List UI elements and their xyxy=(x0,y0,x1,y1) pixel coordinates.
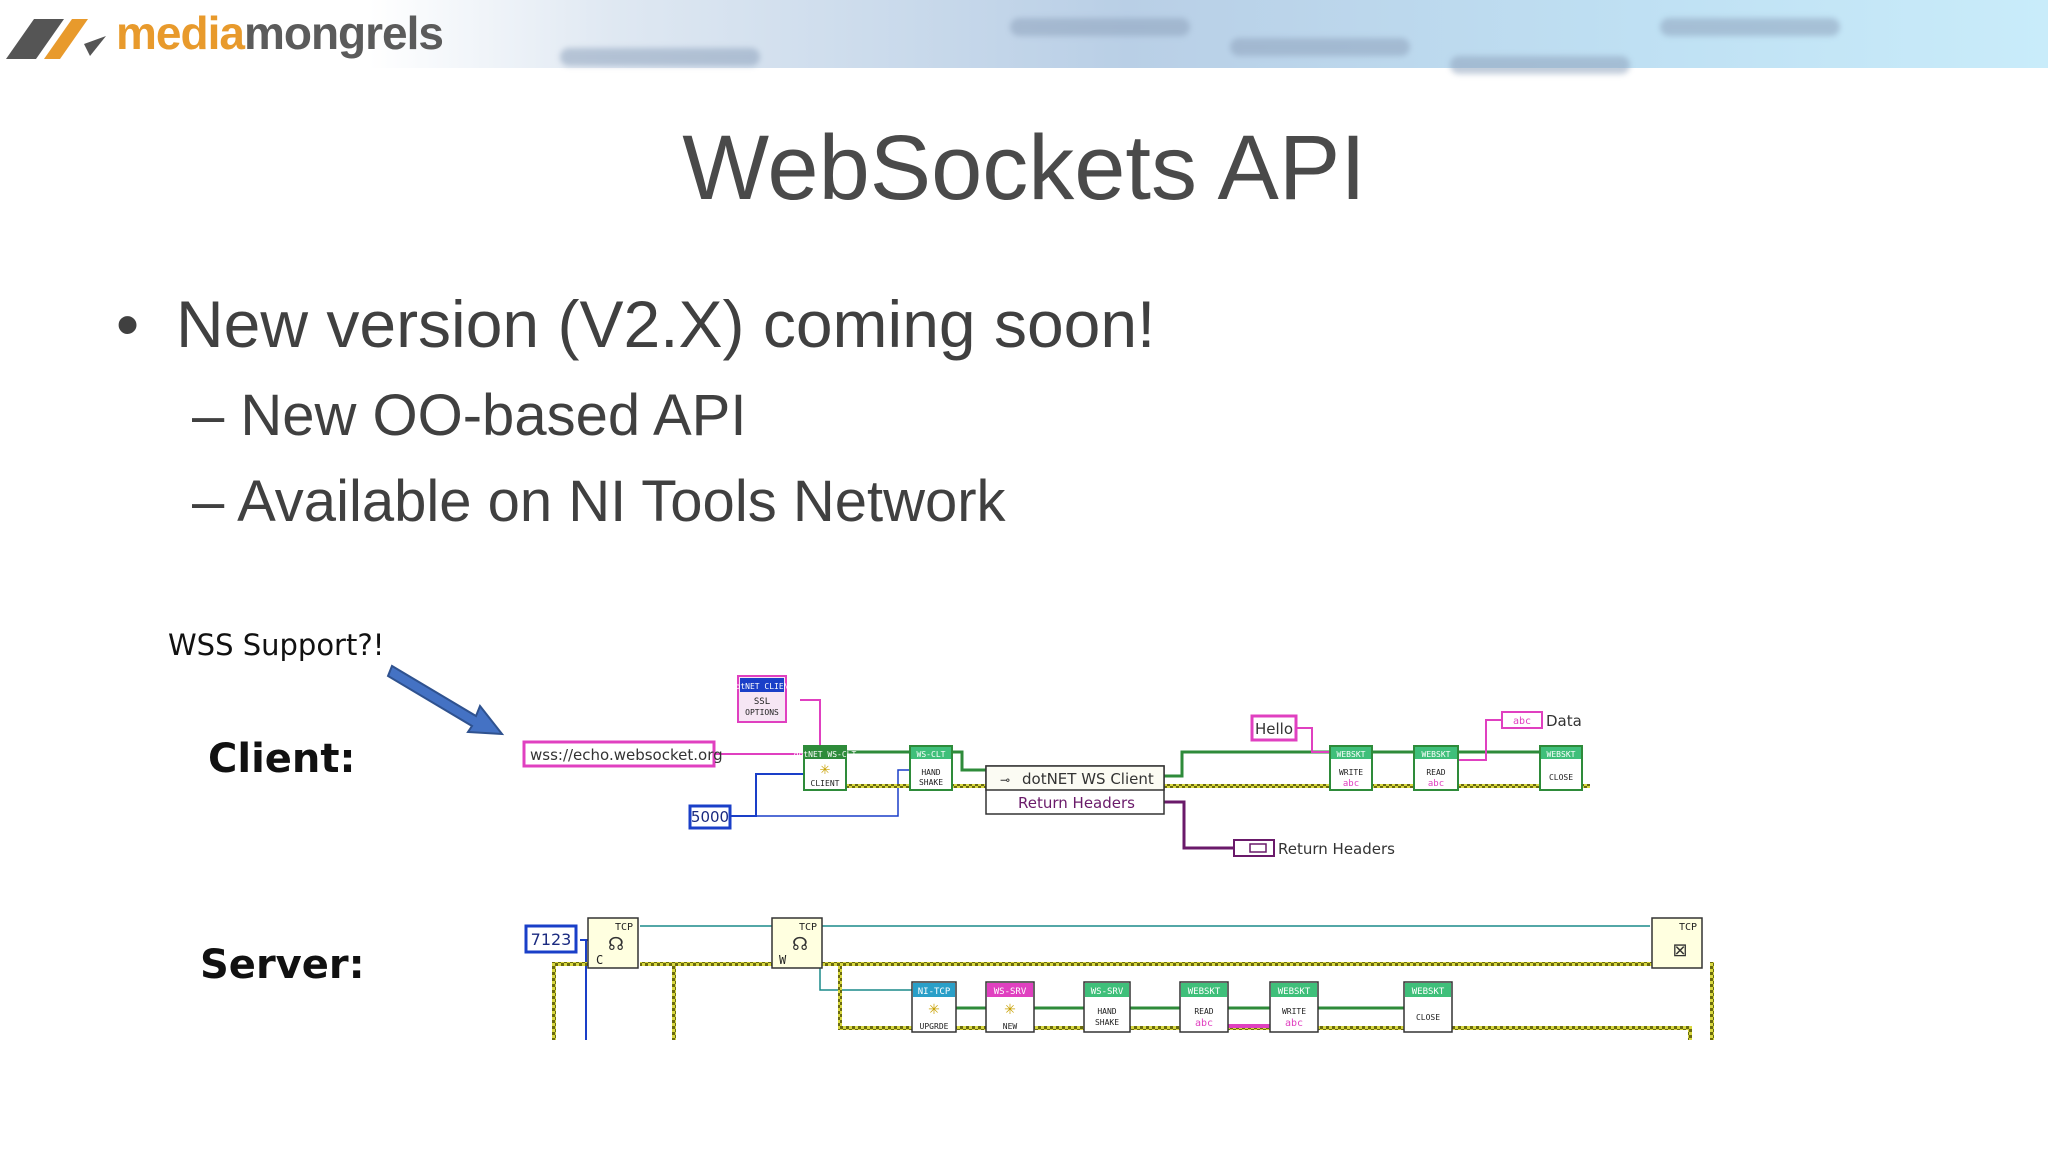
bullet-text: New version (V2.X) coming soon! xyxy=(176,287,1156,361)
client-label: Client: xyxy=(208,736,356,782)
slide-title: WebSockets API xyxy=(682,117,1366,219)
node-label: SHAKE xyxy=(919,778,943,787)
bullet-dot: • xyxy=(116,287,140,361)
sub-bullet-2: – Available on NI Tools Network xyxy=(192,469,1006,534)
node-label: C xyxy=(596,953,603,967)
port-constant-text: 7123 xyxy=(531,930,572,949)
node-header: TCP xyxy=(799,922,817,933)
header-decoration xyxy=(1230,38,1410,56)
ws-server-new-node[interactable]: WS-SRV ✳ NEW xyxy=(985,981,1035,1033)
close-icon: ⊠ xyxy=(1672,940,1687,960)
header-decoration xyxy=(1010,18,1190,36)
server-close-node[interactable]: WEBSKT CLOSE xyxy=(1403,981,1453,1033)
indicator-type: abc xyxy=(1513,716,1531,727)
node-label: READ xyxy=(1194,1007,1213,1016)
star-icon: ✳ xyxy=(1004,1001,1016,1017)
node-label: CLOSE xyxy=(1549,773,1573,782)
port-constant[interactable] xyxy=(524,924,578,954)
sub-bullet-1: – New OO-based API xyxy=(192,383,747,448)
node-label: NEW xyxy=(1003,1022,1018,1031)
node-label: HAND xyxy=(1097,1007,1116,1016)
timeout-constant[interactable] xyxy=(688,804,732,830)
client-read-node[interactable]: WEBSKT READ abc xyxy=(1413,745,1459,791)
wss-annotation: WSS Support?! xyxy=(168,628,385,662)
url-constant-text: wss://echo.websocket.org xyxy=(530,746,723,764)
header-decoration xyxy=(1660,18,1840,36)
node-label: WRITE xyxy=(1282,1007,1306,1016)
node-label: SHAKE xyxy=(1095,1018,1119,1027)
node-header: WEBSKT xyxy=(1412,987,1445,997)
node-header: NI-TCP xyxy=(918,987,951,997)
hello-constant[interactable] xyxy=(1250,714,1298,742)
property-node-class: dotNET WS Client xyxy=(1022,770,1154,788)
node-header: WS-CLT xyxy=(917,750,946,759)
data-indicator-label: Data xyxy=(1546,712,1582,730)
bullet-item: • New version (V2.X) coming soon! xyxy=(116,286,1155,362)
star-icon: ✳ xyxy=(928,1001,940,1017)
node-label: W xyxy=(779,953,787,967)
url-constant[interactable] xyxy=(522,740,716,768)
server-write-node[interactable]: WEBSKT WRITE abc xyxy=(1269,981,1319,1033)
ssl-options-node[interactable]: dotNET CLIENT SSL OPTIONS xyxy=(731,675,794,723)
node-label: HAND xyxy=(921,768,940,777)
header-decoration xyxy=(1450,56,1630,74)
node-header: WEBSKT xyxy=(1278,987,1311,997)
header-banner xyxy=(0,0,2048,74)
node-label: abc xyxy=(1428,779,1444,789)
headers-indicator-label: Return Headers xyxy=(1278,840,1395,858)
node-header: TCP xyxy=(615,922,633,933)
logo-word-media: media xyxy=(116,7,245,59)
node-header: WEBSKT xyxy=(1337,750,1366,759)
ssl-node-label: SSL xyxy=(754,697,770,707)
arrow-icon xyxy=(386,664,505,736)
header-decoration xyxy=(560,48,760,66)
ear-icon: ☊ xyxy=(608,934,624,954)
node-label: READ xyxy=(1426,768,1445,777)
ear-icon: ☊ xyxy=(792,934,808,954)
node-label: abc xyxy=(1195,1018,1213,1029)
headers-indicator[interactable] xyxy=(1233,839,1275,857)
logo-mark-icon xyxy=(6,19,106,59)
server-label: Server: xyxy=(200,942,365,988)
node-label: abc xyxy=(1285,1018,1303,1029)
timeout-constant-text: 5000 xyxy=(691,808,729,826)
node-label: CLIENT xyxy=(811,779,840,788)
node-label: WRITE xyxy=(1339,768,1363,777)
tcp-wait-listener-node[interactable]: TCP ☊ W xyxy=(771,917,823,969)
tcp-create-listener-node[interactable]: TCP ☊ C xyxy=(587,917,639,969)
ni-tcp-upgrade-node[interactable]: NI-TCP ✳ UPGRDE xyxy=(911,981,957,1033)
client-close-node[interactable]: WEBSKT CLOSE xyxy=(1539,745,1583,791)
logo: mediamongrels xyxy=(116,6,444,60)
node-header: WS-SRV xyxy=(1091,987,1124,997)
node-header: WEBSKT xyxy=(1547,750,1576,759)
hello-constant-text: Hello xyxy=(1255,720,1293,738)
node-label: UPGRDE xyxy=(920,1022,949,1031)
data-indicator[interactable]: abc xyxy=(1501,711,1543,729)
property-node-item: Return Headers xyxy=(1018,794,1135,812)
node-header: WEBSKT xyxy=(1188,987,1221,997)
node-header: WS-SRV xyxy=(994,987,1027,997)
logo-word-mongrels: mongrels xyxy=(243,7,444,59)
node-header: dotNET WS-CLT xyxy=(794,750,857,759)
key-icon: ⊸ xyxy=(1000,773,1010,787)
tcp-close-listener-node[interactable]: TCP ⊠ xyxy=(1651,917,1703,969)
property-node[interactable]: dotNET WS Client ⊸ Return Headers xyxy=(985,765,1165,815)
ws-server-handshake-node[interactable]: WS-SRV HAND SHAKE xyxy=(1083,981,1131,1033)
node-header: WEBSKT xyxy=(1422,750,1451,759)
server-read-node[interactable]: WEBSKT READ abc xyxy=(1179,981,1229,1033)
server-wires xyxy=(552,925,1714,1040)
star-icon: ✳ xyxy=(820,762,831,777)
ws-client-handshake-node[interactable]: WS-CLT HAND SHAKE xyxy=(909,745,953,791)
ssl-node-header: dotNET CLIENT xyxy=(731,682,794,691)
client-wires xyxy=(712,699,1590,850)
dotnet-client-create-node[interactable]: dotNET WS-CLT ✳ CLIENT xyxy=(794,745,857,791)
client-write-node[interactable]: WEBSKT WRITE abc xyxy=(1329,745,1373,791)
node-header: TCP xyxy=(1679,922,1697,933)
ssl-node-label: OPTIONS xyxy=(745,708,779,717)
node-label: CLOSE xyxy=(1416,1013,1440,1022)
node-label: abc xyxy=(1343,779,1359,789)
